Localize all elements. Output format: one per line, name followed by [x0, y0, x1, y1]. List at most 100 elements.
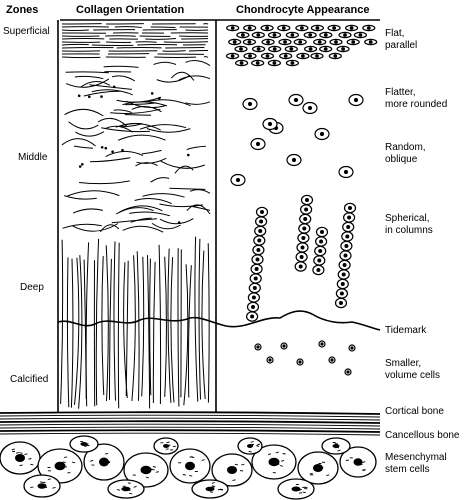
stem-cell-nucleus	[140, 465, 152, 475]
label-flatter-more-rounded: Flatter,more rounded	[385, 87, 448, 110]
collagen-fiber	[117, 242, 120, 409]
collagen-fiber	[73, 145, 94, 149]
stem-cell-nucleus	[163, 444, 169, 448]
cell-texture-mark	[152, 466, 157, 468]
cell-texture-mark	[62, 461, 66, 463]
collagen-fiber	[169, 187, 206, 190]
collagen-fiber	[135, 162, 158, 167]
chondrocyte-nucleus	[301, 54, 305, 58]
collagen-orientation-header: Collagen Orientation	[76, 4, 185, 16]
cell-texture-mark	[15, 452, 20, 454]
collagen-fiber	[187, 265, 192, 398]
collagen-fiber	[91, 89, 133, 96]
chondrocyte-nucleus	[230, 26, 235, 30]
chondrocyte-nucleus	[315, 26, 320, 30]
cell-texture-mark	[189, 475, 193, 477]
chondrocyte-nucleus	[290, 61, 295, 65]
chondrocyte-nucleus	[320, 342, 324, 346]
collagen-fiber	[164, 256, 167, 397]
chondrocyte-nucleus	[281, 26, 286, 30]
collagen-fiber	[119, 205, 163, 213]
chondrocyte-nucleus	[268, 358, 272, 362]
chondrocyte-nucleus	[255, 141, 261, 147]
chondrocyte-nucleus	[317, 40, 322, 44]
collagen-fiber	[117, 134, 166, 141]
collagen-dot	[77, 94, 81, 98]
chondrocyte-nucleus	[272, 61, 277, 65]
chondrocyte-nucleus	[307, 105, 313, 111]
chondrocyte-nucleus	[319, 239, 324, 244]
collagen-fiber	[150, 177, 170, 183]
cortical-bone-band	[0, 417, 381, 421]
collagen-dot	[121, 148, 124, 152]
collagen-fiber	[61, 138, 96, 147]
collagen-fiber	[174, 165, 194, 174]
cell-texture-mark	[11, 448, 15, 451]
chondrocyte-nucleus	[255, 257, 260, 262]
collagen-fiber	[146, 128, 191, 133]
chondrocyte-nucleus	[239, 61, 244, 65]
collagen-fiber	[124, 114, 152, 116]
collagen-fiber	[185, 101, 211, 105]
chondrocyte-nucleus	[299, 255, 304, 260]
collagen-fiber	[162, 50, 186, 52]
collagen-dot	[187, 153, 190, 157]
zones-header: Zones	[6, 4, 39, 16]
collagen-dot	[112, 85, 116, 89]
chondrocyte-nucleus	[305, 198, 310, 203]
cortical-bone-band	[0, 432, 381, 436]
cortical-bone-band	[0, 414, 381, 418]
chondrocyte-nucleus	[330, 358, 334, 362]
chondrocyte-nucleus	[334, 40, 338, 44]
collagen-fiber	[159, 203, 203, 208]
collagen-fiber	[141, 256, 145, 397]
chondrocyte-nucleus	[300, 26, 304, 30]
collagen-fiber	[153, 61, 177, 65]
cell-texture-mark	[52, 486, 56, 489]
chondrocyte-nucleus	[300, 245, 305, 250]
chondrocyte-nucleus	[256, 33, 261, 37]
chondrocyte-nucleus	[293, 97, 299, 103]
chondrocyte-nucleus	[267, 121, 273, 127]
chondrocyte-nucleus	[256, 47, 261, 51]
chondrocyte-nucleus	[291, 157, 297, 163]
collagen-fiber	[154, 56, 197, 59]
cell-texture-mark	[248, 450, 252, 453]
collagen-fiber	[80, 81, 111, 88]
collagen-fiber	[95, 238, 100, 406]
cortical-bone-band	[0, 426, 381, 430]
cell-texture-mark	[279, 465, 284, 467]
collagen-fiber	[108, 258, 112, 400]
collagen-fiber	[183, 264, 189, 406]
chondrocyte-nucleus	[343, 253, 348, 258]
cell-texture-mark	[182, 474, 186, 476]
cell-texture-mark	[326, 474, 330, 476]
chondrocyte-nucleus	[298, 360, 302, 364]
zone-middle: Middle	[18, 152, 48, 163]
cell-texture-mark	[362, 461, 366, 463]
cell-texture-mark	[337, 449, 341, 452]
chondrocyte-nucleus	[308, 33, 313, 37]
chondrocyte-nucleus	[350, 346, 354, 350]
cell-texture-mark	[24, 453, 28, 456]
collagen-fiber	[61, 56, 101, 59]
zone-superficial: Superficial	[3, 26, 50, 37]
collagen-fiber	[139, 124, 187, 130]
collagen-fiber	[194, 236, 199, 402]
chondrocyte-nucleus	[304, 207, 309, 212]
chondrocytes	[226, 24, 378, 376]
chondrocyte-nucleus	[308, 47, 313, 51]
chondrocyte-nucleus	[256, 248, 261, 253]
stem-cell-nucleus	[353, 458, 363, 466]
label-tidemark: Tidemark	[385, 325, 427, 336]
stem-cell-nucleus	[227, 466, 237, 474]
cell-texture-mark	[201, 459, 205, 461]
chondrocyte-nucleus	[343, 33, 347, 37]
collagen-fiber	[203, 56, 209, 58]
collagen-fiber	[60, 239, 64, 404]
collagen-fiber	[65, 71, 109, 74]
collagen-dot	[78, 165, 82, 168]
chondrocyte-nucleus	[253, 276, 258, 281]
collagen-dot	[111, 150, 114, 153]
